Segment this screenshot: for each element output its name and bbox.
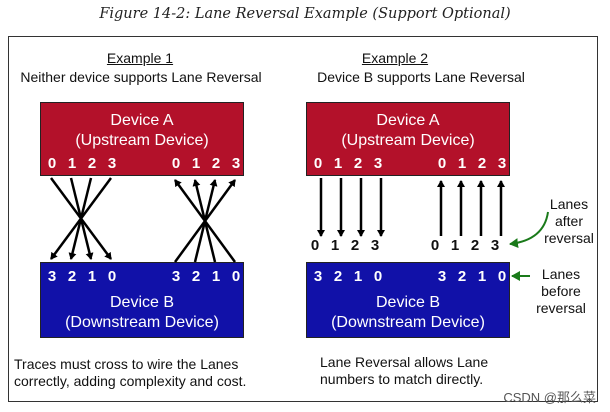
example1-title: Example 1 [106, 50, 174, 66]
example1-device-a: Device A (Upstream Device) 0 1 2 3 0 1 2… [40, 102, 244, 176]
lane-label: 1 [211, 268, 221, 285]
diagram-frame [8, 36, 598, 402]
lane-label: 2 [457, 268, 467, 285]
device-a-name: Device A [376, 112, 440, 129]
lane-label: 2 [67, 268, 77, 285]
example2-note-line1: Lane Reversal allows Lane [320, 354, 489, 370]
lane-label: 3 [497, 155, 507, 172]
lane-label: 2 [87, 155, 97, 172]
lane-label: 1 [353, 268, 363, 285]
lane-label: 1 [67, 155, 77, 172]
lane-label: 0 [313, 155, 323, 172]
example1-note-line1: Traces must cross to wire the Lanes [14, 356, 239, 372]
example2-device-a: Device A (Upstream Device) 0 1 2 3 0 1 2… [306, 102, 510, 176]
example2-note-line2: numbers to match directly. [320, 371, 484, 387]
label-after-line: after [554, 213, 583, 229]
lane-label: 0 [497, 268, 507, 285]
lane-label: 1 [477, 268, 487, 285]
label-after-line: Lanes [549, 196, 589, 212]
lane-label: 3 [171, 268, 181, 285]
lane-label: 2 [211, 155, 221, 172]
device-b-role: (Downstream Device) [331, 314, 485, 331]
label-before-reversal: Lanes before reversal [528, 266, 594, 317]
lane-label: 2 [333, 268, 343, 285]
device-a-name: Device A [110, 112, 174, 129]
label-before-line: Lanes [541, 266, 581, 282]
example2-subtitle: Device B supports Lane Reversal [317, 69, 525, 85]
after-lane-label: 0 [430, 237, 440, 254]
after-lane-label: 1 [450, 237, 460, 254]
lane-label: 0 [437, 155, 447, 172]
after-lane-label: 1 [330, 237, 340, 254]
device-a-role: (Upstream Device) [75, 132, 209, 149]
watermark: CSDN @那么菜 [503, 390, 596, 405]
example2-title: Example 2 [361, 50, 429, 66]
lane-label: 3 [373, 155, 383, 172]
after-lane-label: 3 [490, 237, 500, 254]
lane-label: 0 [47, 155, 57, 172]
lane-label: 2 [477, 155, 487, 172]
device-b-role: (Downstream Device) [65, 314, 219, 331]
trace-arrow [49, 177, 113, 260]
device-b-name: Device B [109, 294, 175, 311]
label-after-line: reversal [544, 230, 594, 246]
after-lane-label: 2 [350, 237, 360, 254]
lane-label: 1 [333, 155, 343, 172]
example1-note-line2: correctly, adding complexity and cost. [14, 373, 247, 389]
lane-label: 0 [107, 268, 117, 285]
label-before-line: before [541, 283, 581, 299]
figure-caption: Figure 14-2: Lane Reversal Example (Supp… [99, 6, 511, 22]
after-pointer-arrow [509, 211, 549, 249]
example1-subtitle: Neither device supports Lane Reversal [20, 69, 262, 85]
example1-device-b: 3 2 1 0 3 2 1 0 Device B (Downstream Dev… [40, 262, 244, 338]
lane-label: 3 [47, 268, 57, 285]
label-before-line: reversal [536, 300, 586, 316]
lane-label: 0 [373, 268, 383, 285]
after-lane-label: 0 [310, 237, 320, 254]
trace-arrow [173, 179, 237, 263]
label-after-reversal: Lanes after reversal [536, 196, 602, 247]
lane-label: 3 [313, 268, 323, 285]
after-lane-label: 2 [470, 237, 480, 254]
after-lane-label: 3 [370, 237, 380, 254]
device-a-role: (Upstream Device) [341, 132, 475, 149]
lane-label: 2 [191, 268, 201, 285]
lane-label: 0 [231, 268, 241, 285]
lane-label: 3 [437, 268, 447, 285]
lane-label: 3 [231, 155, 241, 172]
lane-label: 0 [171, 155, 181, 172]
lane-label: 2 [353, 155, 363, 172]
lane-label: 1 [457, 155, 467, 172]
device-b-name: Device B [375, 294, 441, 311]
example2-device-b: 3 2 1 0 3 2 1 0 Device B (Downstream Dev… [306, 262, 510, 338]
lane-label: 1 [191, 155, 201, 172]
lane-label: 1 [87, 268, 97, 285]
lane-label: 3 [107, 155, 117, 172]
